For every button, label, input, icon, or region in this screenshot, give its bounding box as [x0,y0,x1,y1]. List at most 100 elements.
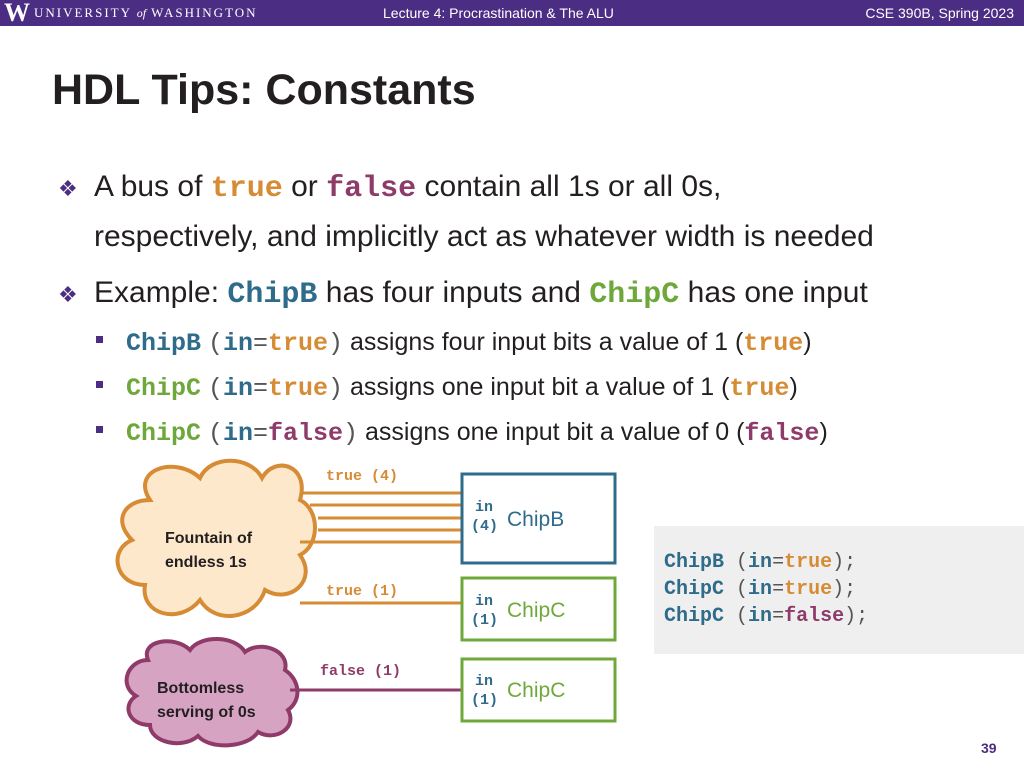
code-3-port: in [748,605,773,628]
bullet-1-continued: respectively, and implicitly act as what… [94,220,874,253]
chipc-1-width: (1) [471,612,498,629]
sub-1-close: ) [328,329,344,358]
chipb-port: in [475,499,493,516]
sub-3-desc: assigns one input bit a value of 0 ( [365,418,745,446]
code-2-close: ); [832,578,857,601]
sub-1-eq: = [253,329,269,358]
sub-2-val: true [268,374,329,403]
chipb-name: ChipB [507,508,564,531]
university-wordmark-of: of [136,6,147,20]
code-2-chip: ChipC [664,578,725,601]
page-number: 39 [981,740,997,756]
sub-1-desc: assigns four input bits a value of 1 ( [350,328,744,356]
ones-source-label-line2: endless 1s [165,554,247,571]
chipc-box-2 [460,657,617,723]
zeros-source-label-line1: Bottomless [157,680,244,697]
sub-1-chip: ChipB [126,329,202,358]
zeros-source-cloud [124,637,300,748]
bullet-2-suffix: has one input [687,276,868,309]
sub-3-val: false [268,419,344,448]
code-2-open: ( [736,578,749,601]
chipc-1-name: ChipC [507,599,565,622]
code-2-port: in [748,578,773,601]
square-bullet-icon [96,336,103,343]
bullet-2-prefix: Example: [94,276,220,309]
sub-3-chip: ChipC [126,419,202,448]
chipc-keyword: ChipC [589,278,680,312]
square-bullet-icon [96,381,103,388]
chipc-2-name: ChipC [507,679,565,702]
sub-bullet-3: ChipC (in=false) assigns one input bit a… [96,418,828,448]
lecture-title: Lecture 4: Procrastination & The ALU [383,5,614,21]
chipb-width: (4) [471,518,498,535]
true1-wire-label: true (1) [326,583,398,600]
code-1-chip: ChipB [664,551,725,574]
false1-wire-label: false (1) [320,663,401,680]
sub-2-close: ) [328,374,344,403]
code-3-chip: ChipC [664,605,725,628]
square-bullet-icon [96,426,103,433]
sub-2-desc: assigns one input bit a value of 1 ( [350,373,730,401]
chipb-keyword: ChipB [227,278,318,312]
sub-3-close: ) [343,419,359,448]
bullet-2: ❖ Example: ChipB has four inputs and Chi… [58,276,868,312]
sub-1-open: ( [207,329,223,358]
code-example-box: ChipB (in=true); ChipC (in=true); ChipC … [654,526,1024,654]
sub-2-eq: = [253,374,269,403]
chipb-box [460,472,617,565]
sub-2-end: ) [789,373,798,401]
sub-3-eq: = [253,419,269,448]
bullet-2-middle: has four inputs and [325,276,581,309]
code-3-close: ); [844,605,869,628]
sub-3-end: ) [819,418,828,446]
code-line-1: ChipB (in=true); [664,551,856,574]
diamond-bullet-icon: ❖ [58,176,78,201]
code-3-eq: = [772,605,785,628]
sub-2-val2: true [729,374,790,403]
code-3-val: false [784,605,845,628]
sub-3-open: ( [207,419,223,448]
chipc-1-port: in [475,593,493,610]
sub-2-port: in [222,374,253,403]
university-wordmark-part1: UNIVERSITY [34,5,132,20]
false-keyword: false [326,172,417,206]
zeros-source-label-line2: serving of 0s [157,704,256,721]
bullet-1-or: or [291,170,318,203]
code-1-open: ( [736,551,749,574]
code-1-close: ); [832,551,857,574]
chipc-2-port: in [475,673,493,690]
chipc-2-width: (1) [471,692,498,709]
diamond-bullet-icon: ❖ [58,282,78,307]
header-bar: W UNIVERSITY of WASHINGTON Lecture 4: Pr… [0,0,1024,26]
bullet-1: ❖ A bus of true or false contain all 1s … [58,170,722,206]
course-name: CSE 390B, Spring 2023 [865,5,1014,21]
true4-wire-label: true (4) [326,468,398,485]
code-1-eq: = [772,551,785,574]
bullet-1-prefix: A bus of [94,170,203,203]
code-3-open: ( [736,605,749,628]
sub-1-val2: true [743,329,804,358]
university-wordmark-part2: WASHINGTON [151,5,258,20]
sub-1-val: true [268,329,329,358]
sub-1-port: in [222,329,253,358]
code-1-port: in [748,551,773,574]
university-wordmark: UNIVERSITY of WASHINGTON [34,5,258,21]
sub-3-port: in [222,419,253,448]
sub-bullet-2: ChipC (in=true) assigns one input bit a … [96,373,798,403]
slide-title: HDL Tips: Constants [52,66,476,114]
sub-bullet-1: ChipB (in=true) assigns four input bits … [96,328,812,358]
code-1-val: true [784,551,833,574]
sub-2-open: ( [207,374,223,403]
uw-logo-icon: W [4,0,30,27]
ones-source-cloud [115,458,317,618]
code-line-2: ChipC (in=true); [664,578,856,601]
sub-2-chip: ChipC [126,374,202,403]
code-2-val: true [784,578,833,601]
sub-1-end: ) [803,328,812,356]
code-2-eq: = [772,578,785,601]
ones-source-label-line1: Fountain of [165,530,253,547]
bullet-1-suffix: contain all 1s or all 0s, [424,170,722,203]
chipc-box-1 [460,576,617,642]
sub-3-val2: false [744,419,820,448]
